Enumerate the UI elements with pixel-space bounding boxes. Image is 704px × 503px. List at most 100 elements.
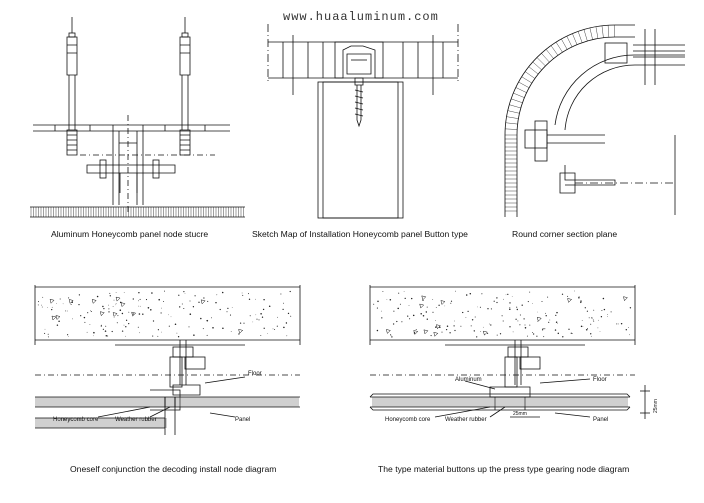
aggregate-dot <box>290 315 292 317</box>
aggregate-dot <box>401 321 403 323</box>
figure-round-corner-section <box>504 24 685 217</box>
aggregate-dot <box>242 294 244 296</box>
honeycomb-cell <box>195 207 199 217</box>
aggregate-dot <box>426 318 428 320</box>
aggregate-stone <box>419 303 425 309</box>
honeycomb-cell <box>225 207 229 217</box>
aggregate-stone <box>51 315 57 321</box>
honeycomb-cell <box>484 397 488 407</box>
aggregate-dot <box>283 302 285 304</box>
honeycomb-cell <box>131 397 135 407</box>
honeycomb-cell <box>380 397 384 407</box>
caption-fig1: Aluminum Honeycomb panel node stucre <box>51 229 209 239</box>
aggregate-dot <box>586 310 588 312</box>
aggregate-dot <box>285 322 288 324</box>
honeycomb-cell <box>140 207 144 217</box>
aggregate-dot <box>509 308 511 310</box>
aggregate-dot <box>490 324 492 326</box>
aggregate-dot <box>415 329 417 330</box>
honeycomb-cell <box>620 397 624 407</box>
figure-self-conjunction-node: Floor Honeycomb core Weather rubber Pane… <box>34 285 301 435</box>
honeycomb-cell <box>100 207 104 217</box>
honeycomb-cell <box>227 397 231 407</box>
aggregate-dot <box>72 318 73 320</box>
aggregate-dot <box>479 306 481 308</box>
honeycomb-cell <box>287 397 291 407</box>
aggregate-dot <box>176 332 178 334</box>
aggregate-dot <box>189 313 192 315</box>
aggregate-dot <box>147 307 150 309</box>
aggregate-dot <box>599 330 601 332</box>
aggregate-dot <box>529 324 531 326</box>
honeycomb-cell <box>119 397 123 407</box>
aggregate-dot <box>390 334 392 336</box>
honeycomb-cell <box>51 418 55 428</box>
honeycomb-cell <box>541 53 550 63</box>
honeycomb-cell <box>130 207 134 217</box>
honeycomb-cell <box>95 207 99 217</box>
aggregate-dot <box>592 319 594 321</box>
aggregate-dot <box>629 334 630 336</box>
honeycomb-cell <box>528 397 532 407</box>
aggregate-dot <box>286 335 288 337</box>
aggregate-dot <box>108 311 110 313</box>
aggregate-dot <box>519 324 521 326</box>
aggregate-dot <box>582 325 584 327</box>
honeycomb-cell <box>111 418 115 428</box>
honeycomb-cell <box>251 397 255 407</box>
honeycomb-cell <box>564 397 568 407</box>
aggregate-stone <box>440 300 446 305</box>
aggregate-dot <box>444 305 446 307</box>
aggregate-dot <box>215 301 217 304</box>
aggregate-dot <box>505 294 507 296</box>
aggregate-dot <box>403 291 405 293</box>
aggregate-dot <box>125 335 127 337</box>
aggregate-dot <box>435 307 437 308</box>
honeycomb-cell <box>159 397 163 407</box>
honeycomb-cell <box>83 418 87 428</box>
honeycomb-cell <box>143 418 147 428</box>
aggregate-dot <box>289 290 291 293</box>
aggregate-dot <box>557 332 560 335</box>
honeycomb-cell <box>420 397 424 407</box>
aggregate-dot <box>509 326 511 328</box>
concrete-aggregate <box>373 290 632 338</box>
honeycomb-cell <box>279 397 283 407</box>
aggregate-dot <box>108 304 109 306</box>
aggregate-dot <box>476 336 478 338</box>
honeycomb-cell <box>588 397 592 407</box>
honeycomb-cell <box>215 207 219 217</box>
honeycomb-cell <box>576 397 580 407</box>
aggregate-dot <box>568 328 570 330</box>
honeycomb-cell <box>376 397 380 407</box>
honeycomb-cell <box>63 397 67 407</box>
honeycomb-cell <box>35 397 39 407</box>
aggregate-dot <box>158 298 160 301</box>
honeycomb-cell <box>95 397 99 407</box>
floor-line <box>370 374 635 390</box>
aggregate-dot <box>590 335 592 337</box>
side-bracket <box>524 120 676 215</box>
honeycomb-cell <box>60 207 64 217</box>
aggregate-dot <box>226 311 228 313</box>
honeycomb-cell <box>577 31 583 43</box>
honeycomb-cell <box>240 207 244 217</box>
aggregate-dot <box>396 320 398 323</box>
honeycomb-cell <box>175 397 179 407</box>
honeycomb-cell <box>207 397 211 407</box>
aggregate-dot <box>570 332 572 334</box>
honeycomb-cell <box>119 418 123 428</box>
aggregate-dot <box>113 299 115 301</box>
honeycomb-cell <box>607 25 610 38</box>
aggregate-dot <box>541 329 544 331</box>
honeycomb-cell <box>595 26 599 39</box>
aggregate-dot <box>238 333 240 335</box>
aggregate-dot <box>572 333 573 334</box>
aggregate-dot <box>386 299 388 300</box>
honeycomb-cell <box>30 207 34 217</box>
aggregate-dot <box>549 319 551 321</box>
honeycomb-cell <box>416 397 420 407</box>
honeycomb-cell <box>123 397 127 407</box>
aggregate-dot <box>256 318 258 320</box>
aggregate-dot <box>435 320 436 321</box>
